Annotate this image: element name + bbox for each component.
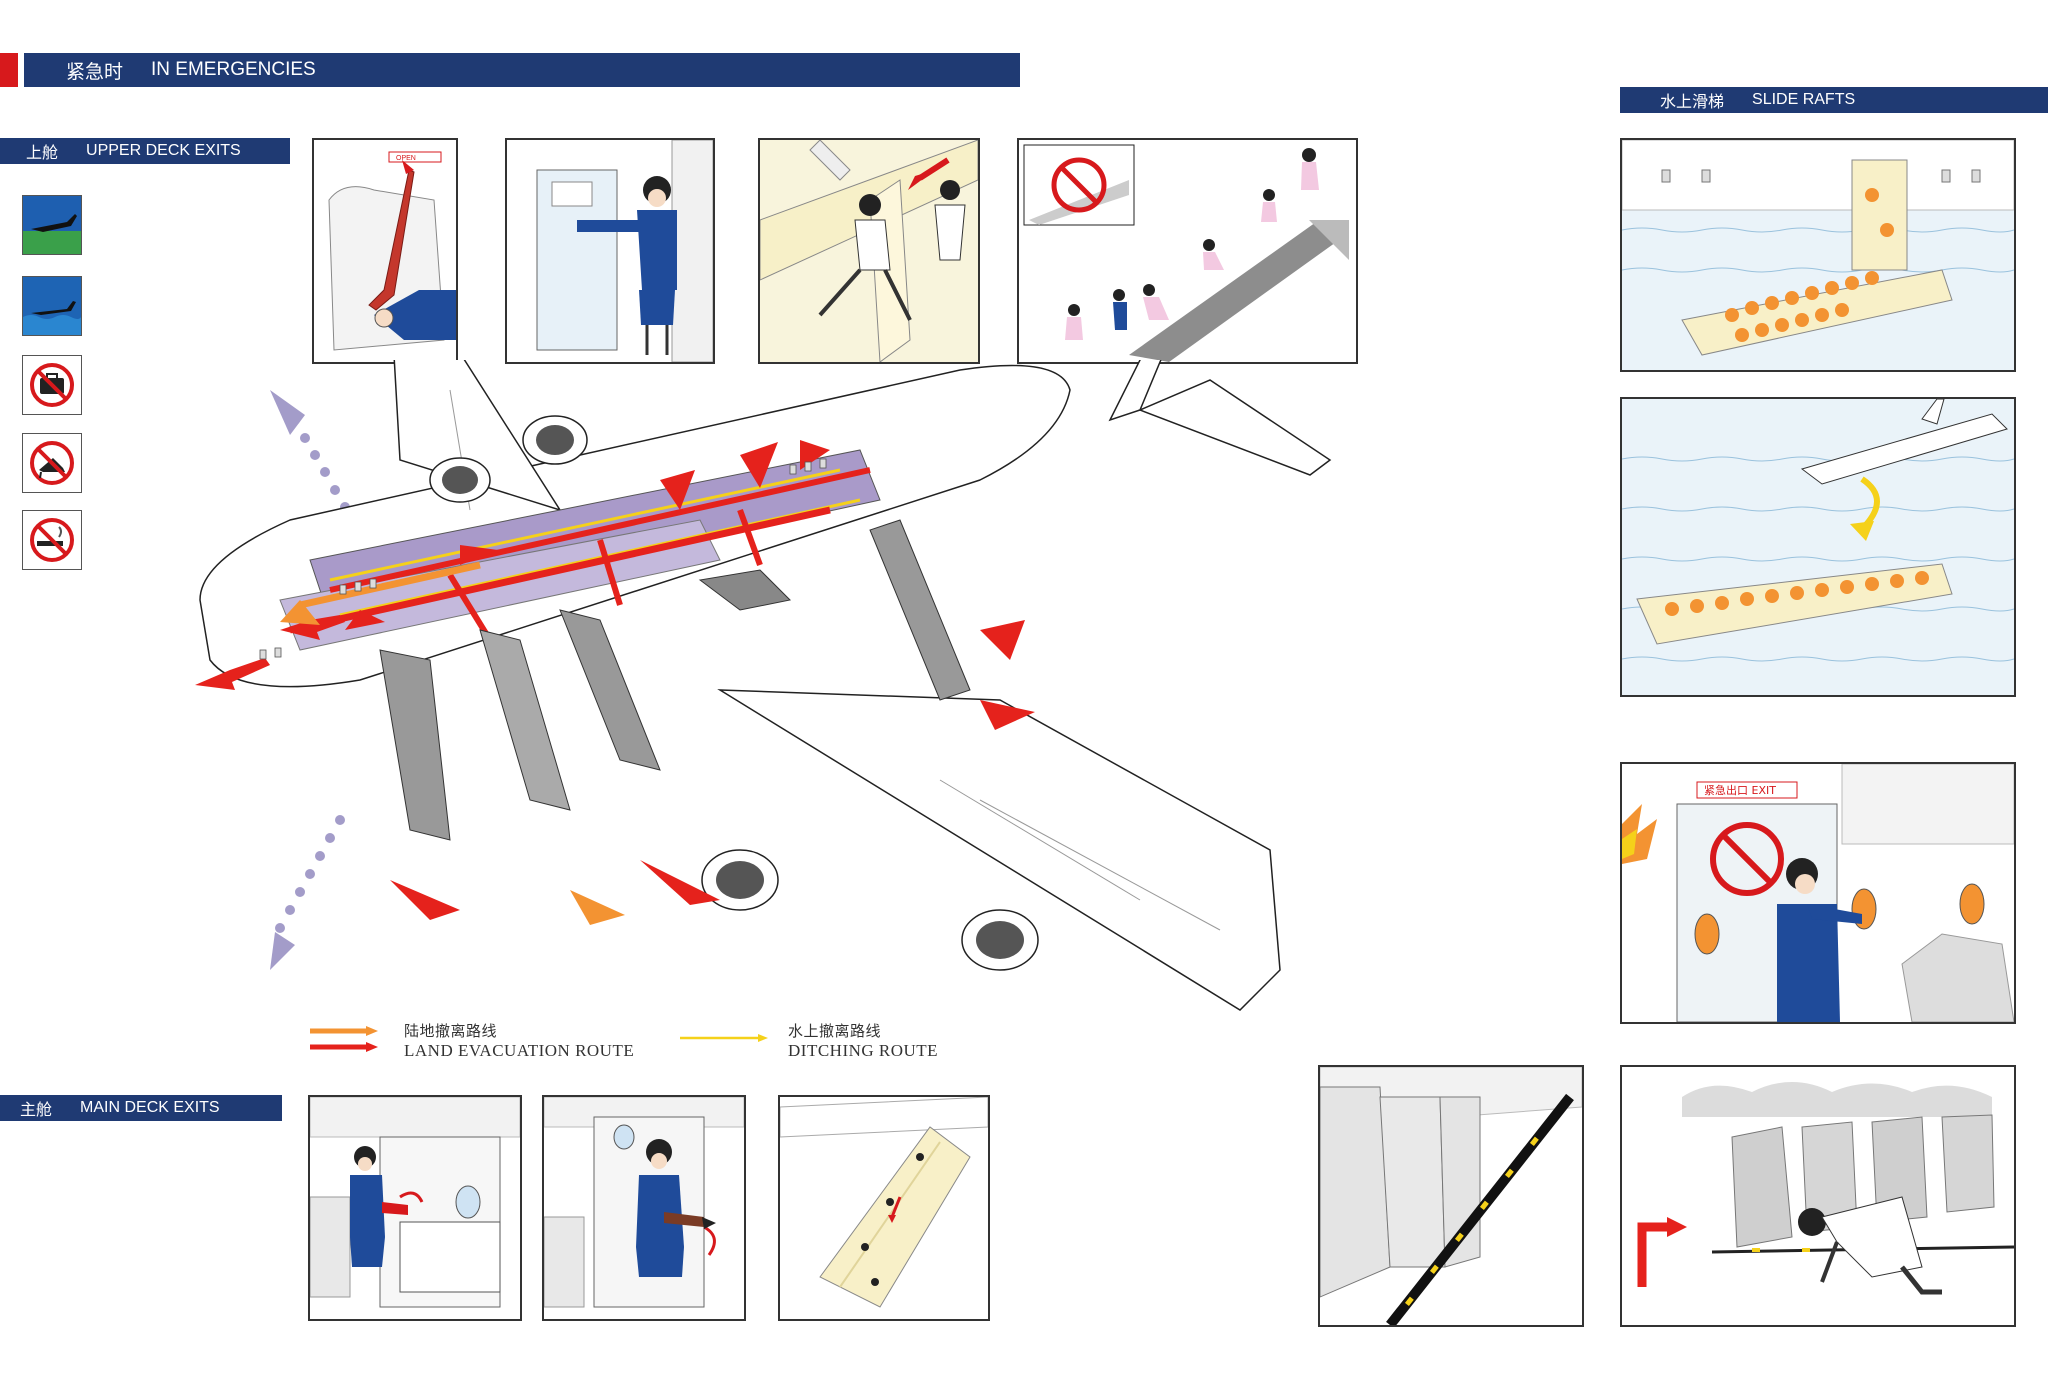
slide-rafts-header-cn: 水上滑梯 [1660, 92, 1725, 111]
no-baggage-icon [22, 355, 82, 415]
water-plane-icon [22, 276, 82, 336]
ditching-route-legend-cn: 水上撤离路线 [788, 1022, 882, 1040]
main-slide-deployed-panel [778, 1095, 990, 1321]
aircraft-cutaway-diagram [180, 278, 1480, 1020]
ditching-route-legend-en: DITCHING ROUTE [788, 1041, 939, 1060]
slide-raft-detach-panel [1620, 397, 2016, 697]
main-deck-header: 主舱 MAIN DECK EXITS [0, 1095, 282, 1121]
land-route-legend-label: 陆地撤离路线 LAND EVACUATION ROUTE [404, 1020, 634, 1061]
main-attendant-door-panel [542, 1095, 746, 1321]
slide-rafts-header: 水上滑梯 SLIDE RAFTS [1620, 87, 2048, 113]
header-red-tab [0, 53, 18, 87]
main-deck-header-cn: 主舱 [20, 1100, 53, 1119]
no-high-heels-icon [22, 433, 82, 493]
upper-attendant-door-panel [505, 138, 715, 364]
door-open-label: OPEN [396, 155, 416, 162]
land-route-legend-cn: 陆地撤离路线 [404, 1022, 498, 1040]
main-deck-header-en: MAIN DECK EXITS [80, 1099, 220, 1116]
page-header-en: IN EMERGENCIES [151, 59, 316, 80]
slide-rafts-header-en: SLIDE RAFTS [1752, 91, 1856, 108]
page-header-cn: 紧急时 [66, 60, 124, 83]
upper-slide-sequence-panel [1017, 138, 1358, 364]
no-smoking-icon [22, 510, 82, 570]
smoke-crawl-panel [1620, 1065, 2016, 1327]
ditching-route-legend-label: 水上撤离路线 DITCHING ROUTE [788, 1020, 938, 1061]
upper-deck-header: 上舱 UPPER DECK EXITS [0, 138, 290, 164]
exit-sign-label: 紧急出口 EXIT [1704, 783, 1776, 797]
floor-path-lighting-panel [1318, 1065, 1584, 1327]
ditching-route-legend-swatch [680, 1034, 768, 1042]
upper-door-lever-panel: OPEN [312, 138, 458, 364]
blocked-exit-panel: 紧急出口 EXIT [1620, 762, 2016, 1024]
land-route-legend-en: LAND EVACUATION ROUTE [404, 1041, 635, 1060]
main-door-lever-panel [308, 1095, 522, 1321]
slide-raft-boarding-panel [1620, 138, 2016, 372]
land-plane-icon [22, 195, 82, 255]
page-header: 紧急时 IN EMERGENCIES [24, 53, 1020, 87]
upper-slide-jump-panel [758, 138, 980, 364]
upper-deck-header-cn: 上舱 [26, 143, 59, 162]
land-route-legend-swatch [310, 1026, 378, 1052]
upper-deck-header-en: UPPER DECK EXITS [86, 142, 241, 159]
